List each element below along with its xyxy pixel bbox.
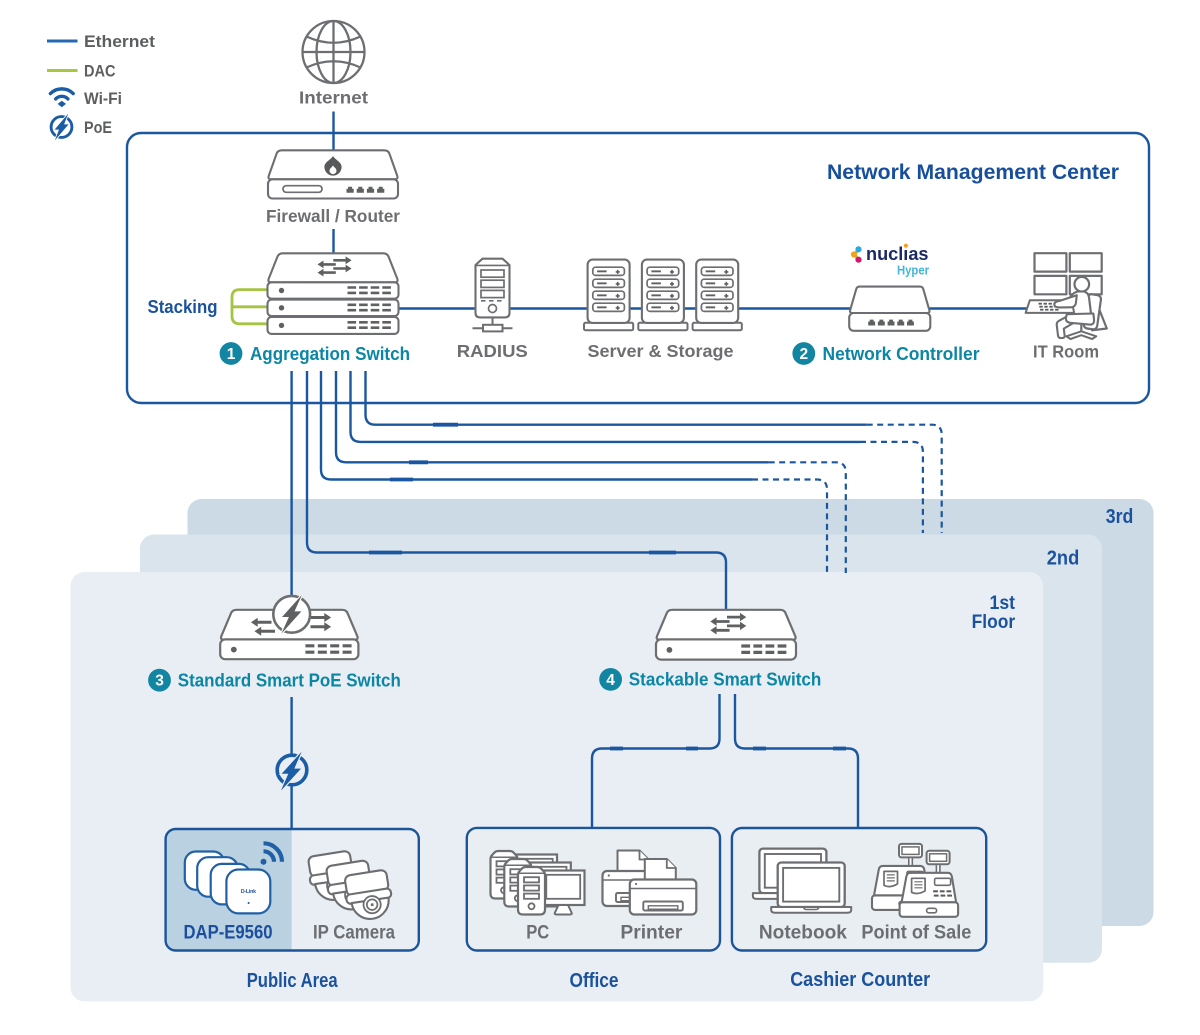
svg-text:D-Link: D-Link [241,889,256,895]
svg-text:2: 2 [799,346,808,363]
svg-text:IT Room: IT Room [1033,342,1099,362]
svg-text:Floor: Floor [972,612,1016,633]
svg-text:Office: Office [570,970,619,992]
svg-text:Point of Sale: Point of Sale [861,922,971,944]
svg-text:2nd: 2nd [1047,548,1080,570]
svg-text:Notebook: Notebook [759,922,847,944]
svg-text:4: 4 [606,672,615,689]
svg-text:IP Camera: IP Camera [313,922,395,944]
svg-text:Wi-Fi: Wi-Fi [84,90,122,108]
svg-text:DAP-E9560: DAP-E9560 [184,922,273,944]
svg-text:RADIUS: RADIUS [457,341,528,361]
svg-text:Hyper: Hyper [897,263,929,278]
svg-text:Network Controller: Network Controller [823,343,980,364]
svg-text:Internet: Internet [299,88,368,108]
svg-text:nuclias: nuclias [866,243,929,264]
svg-text:Cashier Counter: Cashier Counter [790,969,930,991]
svg-text:Server & Storage: Server & Storage [588,341,734,361]
svg-text:3: 3 [155,673,164,690]
svg-text:Ethernet: Ethernet [84,33,156,51]
svg-text:Public Area: Public Area [247,970,339,992]
svg-text:Stacking: Stacking [148,297,218,317]
svg-text:1: 1 [227,346,236,363]
svg-text:PC: PC [526,922,549,944]
svg-text:Stackable Smart Switch: Stackable Smart Switch [629,669,822,690]
svg-text:Firewall / Router: Firewall / Router [266,206,400,226]
svg-text:Aggregation Switch: Aggregation Switch [250,343,410,364]
svg-text:DAC: DAC [84,62,116,80]
svg-text:Printer: Printer [620,922,682,944]
svg-text:1st: 1st [990,593,1016,614]
svg-text:PoE: PoE [84,119,112,137]
svg-text:Network Management Center: Network Management Center [827,160,1120,184]
svg-text:3rd: 3rd [1106,506,1134,528]
svg-text:Standard Smart PoE Switch: Standard Smart PoE Switch [178,670,401,691]
